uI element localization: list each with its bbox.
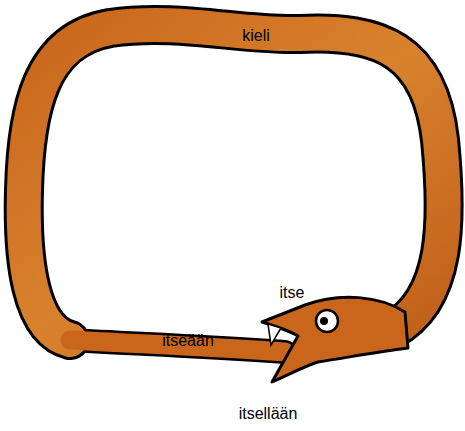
snake-head	[262, 297, 408, 382]
body-fill	[24, 25, 444, 340]
eye	[316, 310, 338, 332]
fang	[268, 324, 281, 345]
body-label: kieli	[242, 27, 270, 45]
pupil	[320, 317, 328, 325]
head-label: itse	[280, 284, 305, 302]
bottom-label: itsellään	[239, 405, 298, 423]
tail-label: itseään	[162, 332, 214, 350]
body-outline	[24, 25, 444, 340]
